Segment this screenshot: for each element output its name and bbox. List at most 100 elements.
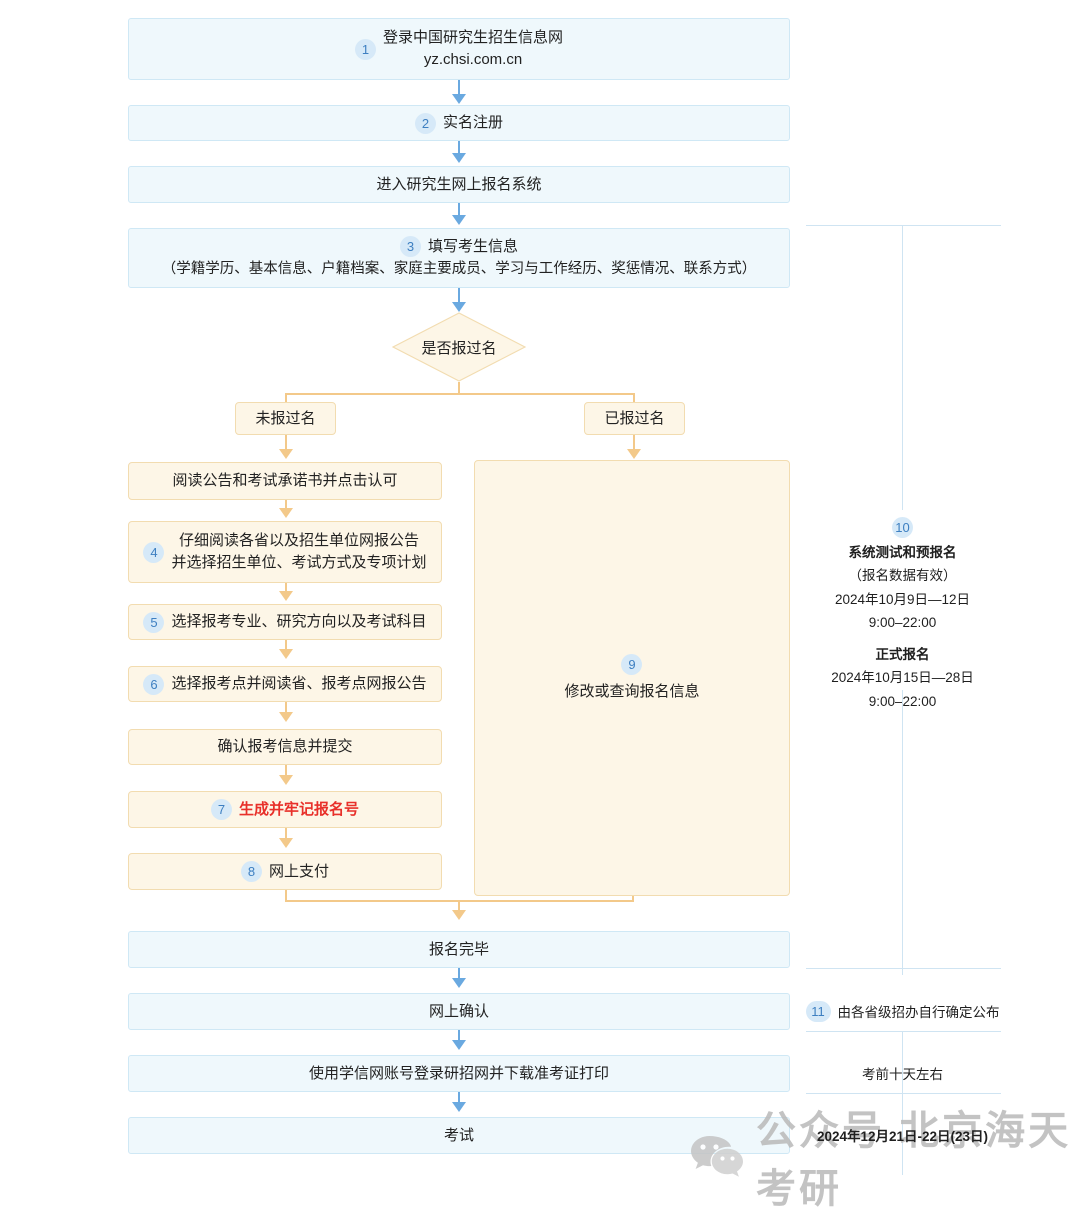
node-read-province-notice-text: 仔细阅读各省以及招生单位网报公告 并选择招生单位、考试方式及专项计划 bbox=[171, 532, 427, 571]
node-fill-info-detail: （学籍学历、基本信息、户籍档案、家庭主要成员、学习与工作经历、奖惩情况、联系方式… bbox=[161, 261, 757, 278]
node-login[interactable]: 1 登录中国研究生招生信息网 yz.chsi.com.cn bbox=[128, 18, 790, 80]
arrow-site-confirm bbox=[279, 712, 293, 722]
sidebar-exam-note: 2024年12月21日-22日(23日) bbox=[790, 1124, 1015, 1146]
node-modify-query-label: 修改或查询报名信息 bbox=[564, 682, 700, 700]
arrow-done-onlineconfirm bbox=[452, 978, 466, 988]
flowchart-canvas: 1 登录中国研究生招生信息网 yz.chsi.com.cn 2 实名注册 进入研… bbox=[128, 18, 1068, 1211]
step-badge-1: 1 bbox=[354, 38, 376, 60]
sidebar-exam-note-text: 2024年12月21日-22日(23日) bbox=[816, 1129, 989, 1144]
connector-readprov-major bbox=[285, 583, 287, 593]
node-confirm-submit[interactable]: 确认报考信息并提交 bbox=[128, 729, 442, 765]
connector-site-confirm bbox=[285, 702, 287, 714]
node-login-text: 登录中国研究生招生信息网 yz.chsi.com.cn bbox=[382, 29, 563, 68]
arrow-login-register bbox=[452, 94, 466, 104]
node-read-notice-label: 阅读公告和考试承诺书并点击认可 bbox=[172, 472, 398, 490]
node-download-admission-ticket-label: 使用学信网账号登录研招网并下载准考证打印 bbox=[308, 1064, 609, 1082]
node-online-payment[interactable]: 8 网上支付 bbox=[128, 853, 442, 890]
node-download-admission-ticket[interactable]: 使用学信网账号登录研招网并下载准考证打印 bbox=[128, 1055, 790, 1092]
node-registration-complete-label: 报名完毕 bbox=[428, 940, 489, 958]
node-select-major-label: 选择报考专业、研究方向以及考试科目 bbox=[171, 613, 427, 631]
sidebar-divider-after-done bbox=[806, 968, 1001, 969]
arrow-register-enter bbox=[452, 153, 466, 163]
step-badge-11: 11 bbox=[805, 1000, 831, 1022]
arrow-notreg-readnotice bbox=[279, 449, 293, 459]
sidebar-divider-after-confirm bbox=[806, 1031, 1001, 1032]
connector-decision-down bbox=[458, 382, 460, 394]
sidebar-vertical-rule-upper bbox=[902, 225, 903, 510]
node-decision-registered[interactable]: 是否报过名 bbox=[392, 312, 526, 382]
connector-pay-merge bbox=[285, 890, 287, 902]
step-badge-4: 4 bbox=[143, 541, 165, 563]
connector-modify-merge bbox=[632, 896, 634, 902]
connector-split-left bbox=[285, 393, 287, 406]
node-generate-reg-number[interactable]: 7 生成并牢记报名号 bbox=[128, 791, 442, 828]
node-modify-query[interactable]: 9 修改或查询报名信息 bbox=[474, 460, 790, 896]
sidebar-ticket-note: 考前十天左右 bbox=[800, 1062, 1005, 1084]
connector-onlineconfirm-ticket bbox=[458, 1030, 460, 1042]
arrow-merge-done bbox=[452, 910, 466, 920]
sidebar-pre-reg-title: 系统测试和预报名 bbox=[848, 545, 957, 561]
node-branch-registered-label: 已报过名 bbox=[604, 409, 665, 427]
step-badge-3: 3 bbox=[399, 235, 421, 257]
connector-notreg-readnotice bbox=[285, 435, 287, 451]
sidebar-formal-reg-title: 正式报名 bbox=[875, 647, 930, 663]
node-read-province-notice[interactable]: 4 仔细阅读各省以及招生单位网报公告 并选择招生单位、考试方式及专项计划 bbox=[128, 521, 442, 583]
step-badge-2: 2 bbox=[414, 112, 436, 134]
sidebar-pre-reg-sub: （报名数据有效） bbox=[848, 568, 957, 584]
node-confirm-submit-label: 确认报考信息并提交 bbox=[217, 738, 353, 756]
node-select-exam-site[interactable]: 6 选择报考点并阅读省、报考点网报公告 bbox=[128, 666, 442, 702]
node-decision-label: 是否报过名 bbox=[421, 339, 497, 357]
connector-reg-modify bbox=[633, 435, 635, 451]
sidebar-formal-reg-date: 2024年10月15日—28日 bbox=[831, 670, 974, 686]
connector-fillinfo-decision bbox=[458, 288, 460, 304]
node-register[interactable]: 2 实名注册 bbox=[128, 105, 790, 141]
sidebar-divider-top bbox=[806, 225, 1001, 226]
step-badge-6: 6 bbox=[143, 673, 165, 695]
watermark-text: 公众号 北京海天考研 bbox=[756, 1109, 1072, 1211]
node-read-notice[interactable]: 阅读公告和考试承诺书并点击认可 bbox=[128, 462, 442, 500]
node-enter-system[interactable]: 进入研究生网上报名系统 bbox=[128, 166, 790, 203]
diamond-shape bbox=[392, 312, 526, 382]
step-badge-10: 10 bbox=[892, 516, 913, 538]
connector-regnum-pay bbox=[285, 828, 287, 840]
node-enter-system-label: 进入研究生网上报名系统 bbox=[376, 175, 542, 193]
sidebar-vertical-rule-lower bbox=[902, 690, 903, 975]
connector-readnotice-readprov bbox=[285, 500, 287, 510]
arrow-readnotice-readprov bbox=[279, 508, 293, 518]
node-registration-complete[interactable]: 报名完毕 bbox=[128, 931, 790, 968]
node-exam-label: 考试 bbox=[443, 1126, 474, 1144]
watermark: 公众号 北京海天考研 bbox=[690, 1098, 1080, 1214]
connector-register-enter bbox=[458, 141, 460, 155]
node-fill-info[interactable]: 3 填写考生信息 （学籍学历、基本信息、户籍档案、家庭主要成员、学习与工作经历、… bbox=[128, 228, 790, 288]
node-fill-info-title: 填写考生信息 bbox=[427, 237, 518, 255]
arrow-major-site bbox=[279, 649, 293, 659]
node-select-major[interactable]: 5 选择报考专业、研究方向以及考试科目 bbox=[128, 604, 442, 640]
arrow-readprov-major bbox=[279, 591, 293, 601]
node-online-confirmation[interactable]: 网上确认 bbox=[128, 993, 790, 1030]
node-branch-not-registered-label: 未报过名 bbox=[255, 409, 316, 427]
node-branch-registered[interactable]: 已报过名 bbox=[584, 402, 685, 435]
sidebar-ticket-note-text: 考前十天左右 bbox=[862, 1067, 943, 1082]
step-badge-9: 9 bbox=[621, 653, 643, 675]
sidebar-schedule-block: 10 系统测试和预报名 （报名数据有效） 2024年10月9日—12日 9:00… bbox=[800, 515, 1005, 713]
node-online-confirmation-label: 网上确认 bbox=[428, 1002, 489, 1020]
sidebar-vertical-rule-bottom bbox=[902, 1031, 903, 1175]
connector-split-right bbox=[633, 393, 635, 406]
node-branch-not-registered[interactable]: 未报过名 bbox=[235, 402, 336, 435]
arrow-reg-modify bbox=[627, 449, 641, 459]
connector-done-onlineconfirm bbox=[458, 968, 460, 980]
node-generate-reg-number-label: 生成并牢记报名号 bbox=[238, 800, 359, 818]
node-exam[interactable]: 考试 bbox=[128, 1117, 790, 1154]
connector-major-site bbox=[285, 640, 287, 651]
connector-enter-fillinfo bbox=[458, 203, 460, 217]
sidebar-confirm-note: 11 由各省级招办自行确定公布 bbox=[800, 1000, 1005, 1022]
sidebar-confirm-note-text: 由各省级招办自行确定公布 bbox=[837, 1005, 1000, 1020]
step-badge-5: 5 bbox=[143, 611, 165, 633]
arrow-onlineconfirm-ticket bbox=[452, 1040, 466, 1050]
sidebar-pre-reg-date: 2024年10月9日—12日 bbox=[834, 591, 971, 607]
arrow-enter-fillinfo bbox=[452, 215, 466, 225]
connector-login-register bbox=[458, 80, 460, 96]
arrow-confirm-regnum bbox=[279, 775, 293, 785]
arrow-ticket-exam bbox=[452, 1102, 466, 1112]
sidebar-pre-reg-time: 9:00–22:00 bbox=[868, 614, 937, 630]
